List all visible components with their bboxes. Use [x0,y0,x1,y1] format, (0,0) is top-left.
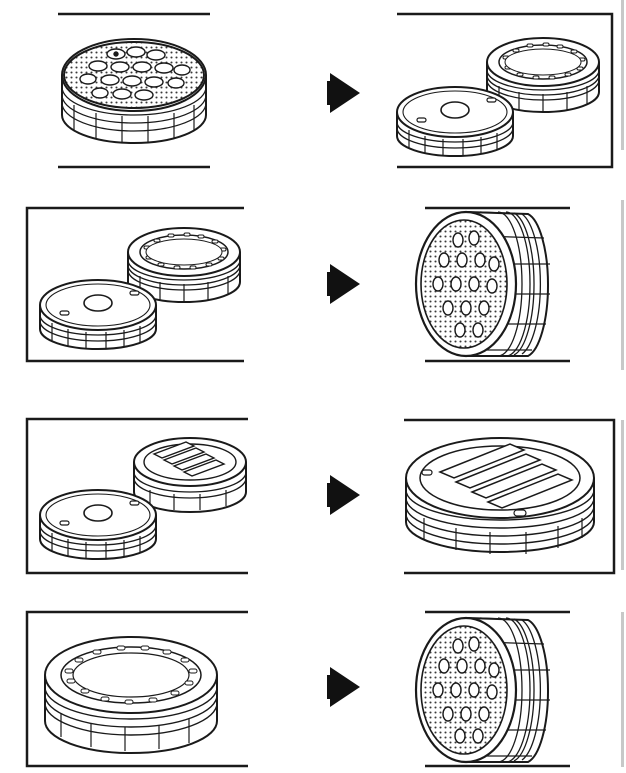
battery-compartment-opened [39,437,247,560]
panel-2-right [414,206,570,363]
speaker-side-view [414,210,552,358]
panel-3-left [25,417,248,575]
panel-1-left [58,12,210,169]
page-edge [621,420,624,570]
cap-opened [39,227,241,350]
page-edge [621,200,624,370]
ring-assembly [44,636,218,754]
step-3 [25,417,616,575]
play-arrow-icon [327,73,360,113]
panel-4-left [25,610,248,768]
play-arrow-icon [327,667,360,707]
step-4 [25,610,570,768]
page-edge [621,0,624,150]
panel-1-right [396,12,614,169]
speaker-cap-closed [61,38,207,144]
cropped-caption [26,358,526,370]
play-arrow-icon [327,264,360,304]
step-1 [58,12,614,169]
panel-4-right [414,610,570,768]
step-2 [25,206,570,363]
speaker-side-view [414,616,552,764]
panel-2-left [25,206,244,363]
cap-opened [396,37,600,157]
panel-3-right [404,418,616,575]
battery-compartment-closeup [405,437,595,554]
play-arrow-icon [327,475,360,515]
page-edge [621,612,624,767]
